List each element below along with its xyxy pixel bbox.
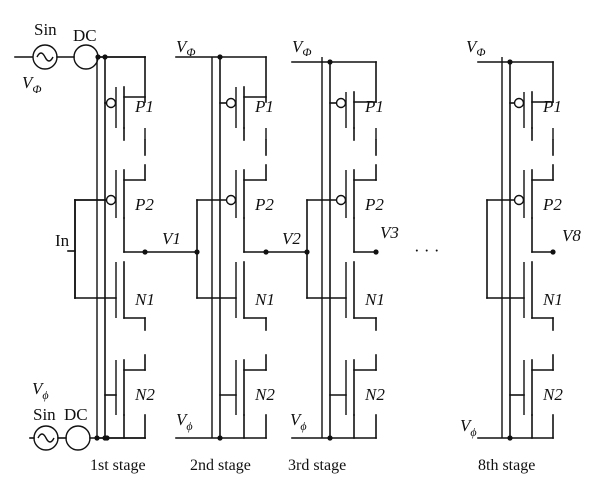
output-v8-label: V8 (562, 226, 581, 245)
n1-label: N1 (134, 290, 155, 309)
top-clock-source: Sin DC VΦ (14, 20, 146, 96)
n1-label: N1 (542, 290, 563, 309)
stage-caption-2: 2nd stage (190, 457, 251, 474)
pmos-bubble-icon (335, 97, 347, 109)
stage-caption-3: 3rd stage (288, 457, 346, 474)
p2-label: P2 (364, 195, 384, 214)
sin-label-bottom: Sin (33, 405, 56, 424)
p2-label: P2 (254, 195, 274, 214)
output-v1-label: V1 (162, 229, 181, 248)
output-v2-label: V2 (282, 229, 301, 248)
dc-source-icon (65, 425, 91, 451)
pmos-bubble-icon (105, 194, 117, 206)
stage-caption-1: 1st stage (90, 457, 146, 474)
bottom-clock-source: Sin DC Vϕ (29, 379, 146, 451)
dc-source-icon (73, 44, 99, 70)
dc-label-top: DC (73, 26, 97, 45)
n2-label: N2 (254, 385, 275, 404)
stage-2-vphibar-label: Vϕ (176, 410, 193, 433)
n2-label: N2 (364, 385, 385, 404)
stage-3-vphi-label: VΦ (292, 37, 312, 59)
stage-caption-8: 8th stage (478, 457, 535, 474)
dc-label-bottom: DC (64, 405, 88, 424)
p1-label: P1 (134, 97, 154, 116)
input-label: In (55, 231, 70, 250)
v-phibar-source-label: Vϕ (32, 379, 49, 402)
n1-label: N1 (364, 290, 385, 309)
p1-label: P1 (254, 97, 274, 116)
ellipsis: · · · (414, 241, 439, 260)
sin-label-top: Sin (34, 20, 57, 39)
output-v3-label: V3 (380, 223, 399, 242)
pmos-bubble-icon (335, 194, 347, 206)
v-phi-source-label: VΦ (22, 73, 42, 96)
stage-interconnects (74, 199, 310, 255)
stage-8-vphibar-label: Vϕ (460, 416, 477, 439)
p2-label: P2 (542, 195, 562, 214)
pmos-bubble-icon (105, 97, 117, 109)
input-node: In (55, 199, 76, 299)
stage-3-vphibar-label: Vϕ (290, 410, 307, 433)
n2-label: N2 (134, 385, 155, 404)
pmos-bubble-icon (225, 194, 237, 206)
p1-label: P1 (364, 97, 384, 116)
pmos-bubble-icon (225, 97, 237, 109)
stage-8-vphi-label: VΦ (466, 37, 486, 59)
pmos-bubble-icon (513, 194, 525, 206)
pmos-bubble-icon (513, 97, 525, 109)
p2-label: P2 (134, 195, 154, 214)
n1-label: N1 (254, 290, 275, 309)
p1-label: P1 (542, 97, 562, 116)
stage-2-vphi-label: VΦ (176, 37, 196, 59)
n2-label: N2 (542, 385, 563, 404)
